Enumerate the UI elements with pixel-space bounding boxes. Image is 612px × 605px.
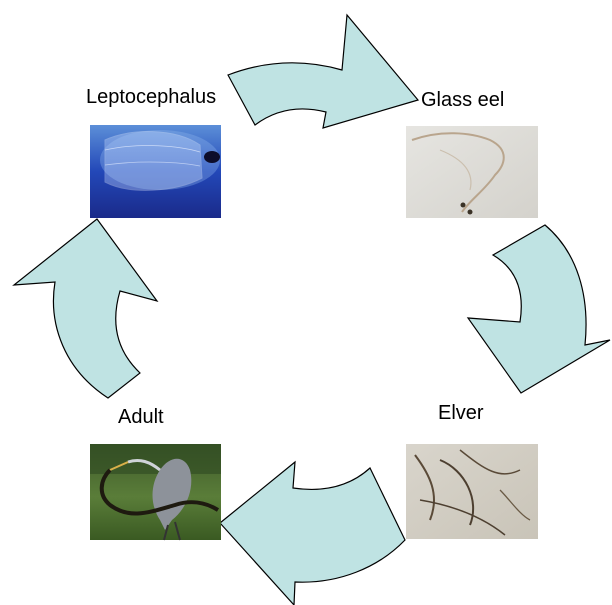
leptocephalus-photo xyxy=(90,125,221,218)
stage-label-adult: Adult xyxy=(118,406,164,428)
arrow-adult-to-leptocephalus xyxy=(14,219,157,398)
stage-label-elver: Elver xyxy=(438,402,484,424)
elver-photo xyxy=(406,444,538,539)
glass-eel-photo xyxy=(406,126,538,218)
arrow-elver-to-adult xyxy=(220,462,405,605)
stage-label-leptocephalus: Leptocephalus xyxy=(86,86,216,108)
stage-label-glass-eel: Glass eel xyxy=(421,89,504,111)
adult-eel-photo xyxy=(90,444,221,540)
arrow-leptocephalus-to-glass-eel xyxy=(228,15,418,128)
arrow-glass-eel-to-elver xyxy=(468,225,610,393)
